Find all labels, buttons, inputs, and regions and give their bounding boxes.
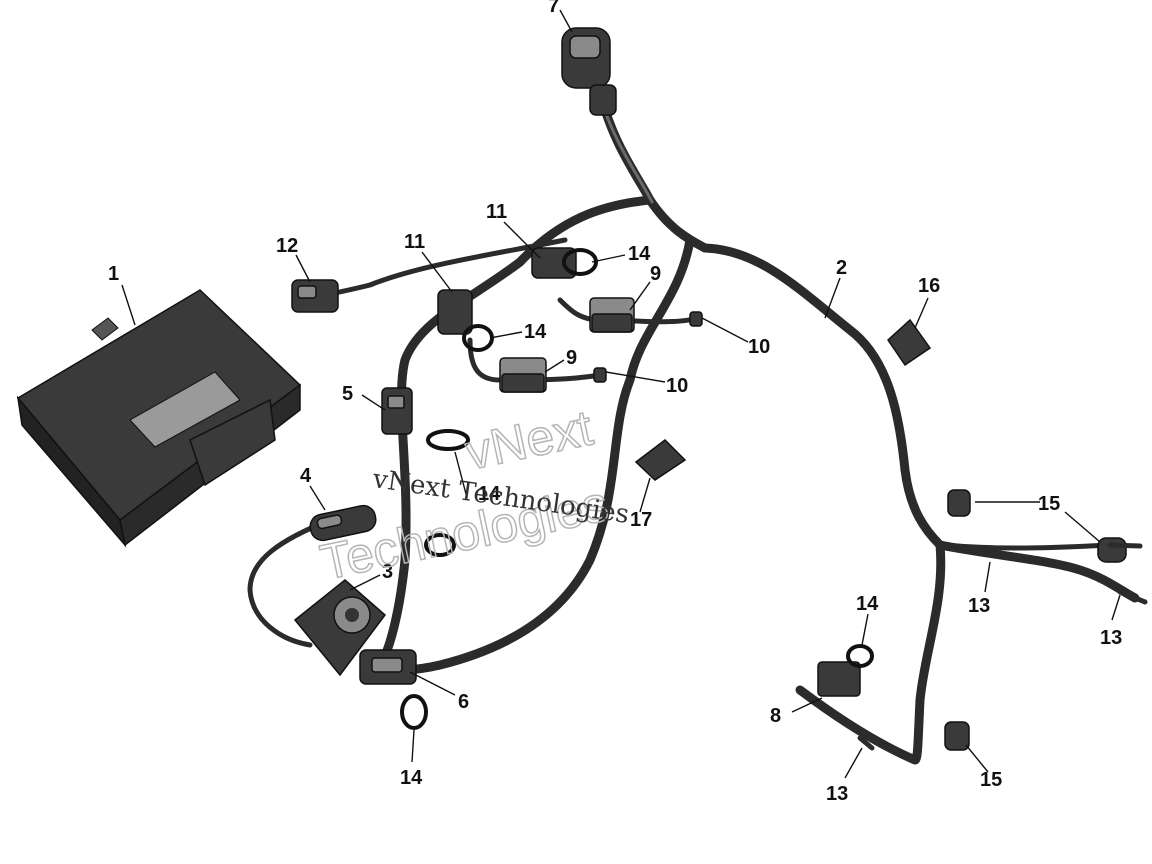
callout-13-c: 13 — [826, 783, 848, 805]
cable-tie-part-14-b — [462, 324, 494, 352]
callout-17: 17 — [630, 509, 652, 531]
bracket-part-8 — [797, 661, 918, 763]
callout-14-c: 14 — [478, 483, 501, 505]
connector-part-6 — [359, 649, 417, 685]
callout-13-b: 13 — [1100, 627, 1122, 649]
callout-6: 6 — [458, 691, 469, 713]
callout-10-upper: 10 — [748, 336, 770, 358]
callout-9-upper: 9 — [650, 263, 661, 285]
connector-part-16 — [887, 318, 932, 367]
watermark: vNext Technologies vNext Technologies — [315, 399, 631, 592]
callout-10-lower: 10 — [666, 375, 688, 397]
grommet-part-15-c — [944, 721, 970, 751]
callout-12: 12 — [276, 235, 298, 257]
callout-1: 1 — [108, 263, 119, 285]
callout-9-lower: 9 — [566, 347, 577, 369]
sensor-part-10-lower — [593, 367, 607, 383]
ecm-module-part-1 — [16, 289, 302, 548]
callout-11-right: 11 — [486, 201, 507, 223]
leader-lines — [121, 9, 1121, 779]
connector-part-12 — [291, 279, 339, 313]
fuse-holder-part-4 — [309, 504, 377, 542]
callout-16: 16 — [918, 275, 940, 297]
callout-4: 4 — [300, 465, 312, 487]
grommet-part-15-b — [1097, 537, 1127, 563]
sensor-part-10-upper — [689, 311, 703, 327]
callout-14-e: 14 — [400, 767, 423, 789]
cable-tie-part-14-e — [846, 644, 874, 668]
callout-labels: 1 2 3 4 5 6 7 8 9 9 10 10 11 11 12 13 13… — [108, 0, 1122, 805]
callout-11-left: 11 — [404, 231, 425, 253]
callout-14-a: 14 — [628, 243, 651, 265]
cable-tie-part-14-c — [426, 429, 470, 451]
callout-5: 5 — [342, 383, 353, 405]
callout-7: 7 — [548, 0, 559, 17]
callout-14-b: 14 — [524, 321, 547, 343]
callout-15-a: 15 — [1038, 493, 1060, 515]
cable-tie-part-14-f — [400, 694, 428, 730]
grommet-part-15-a — [947, 489, 971, 517]
callout-14-d: 14 — [856, 593, 879, 615]
wire-end-part-13 — [857, 542, 1148, 751]
callout-8: 8 — [770, 705, 781, 727]
coil-connector-part-9-upper — [589, 297, 635, 333]
connector-part-7 — [561, 27, 617, 116]
main-wiring-harness-part-2 — [247, 85, 1140, 765]
callout-13-a: 13 — [968, 595, 990, 617]
callout-3: 3 — [382, 561, 393, 583]
relay-part-3 — [293, 579, 387, 677]
cable-tie-part-14-a — [562, 248, 598, 276]
connector-part-11-left — [437, 289, 473, 335]
watermark-vnext: vNext — [461, 399, 598, 480]
cable-tie-part-14-d — [424, 533, 456, 557]
clip-part-17 — [634, 439, 687, 481]
coil-connector-part-9-lower — [499, 357, 547, 393]
callout-2: 2 — [836, 257, 847, 279]
callout-15-b: 15 — [980, 769, 1002, 791]
connector-part-5 — [381, 387, 413, 435]
